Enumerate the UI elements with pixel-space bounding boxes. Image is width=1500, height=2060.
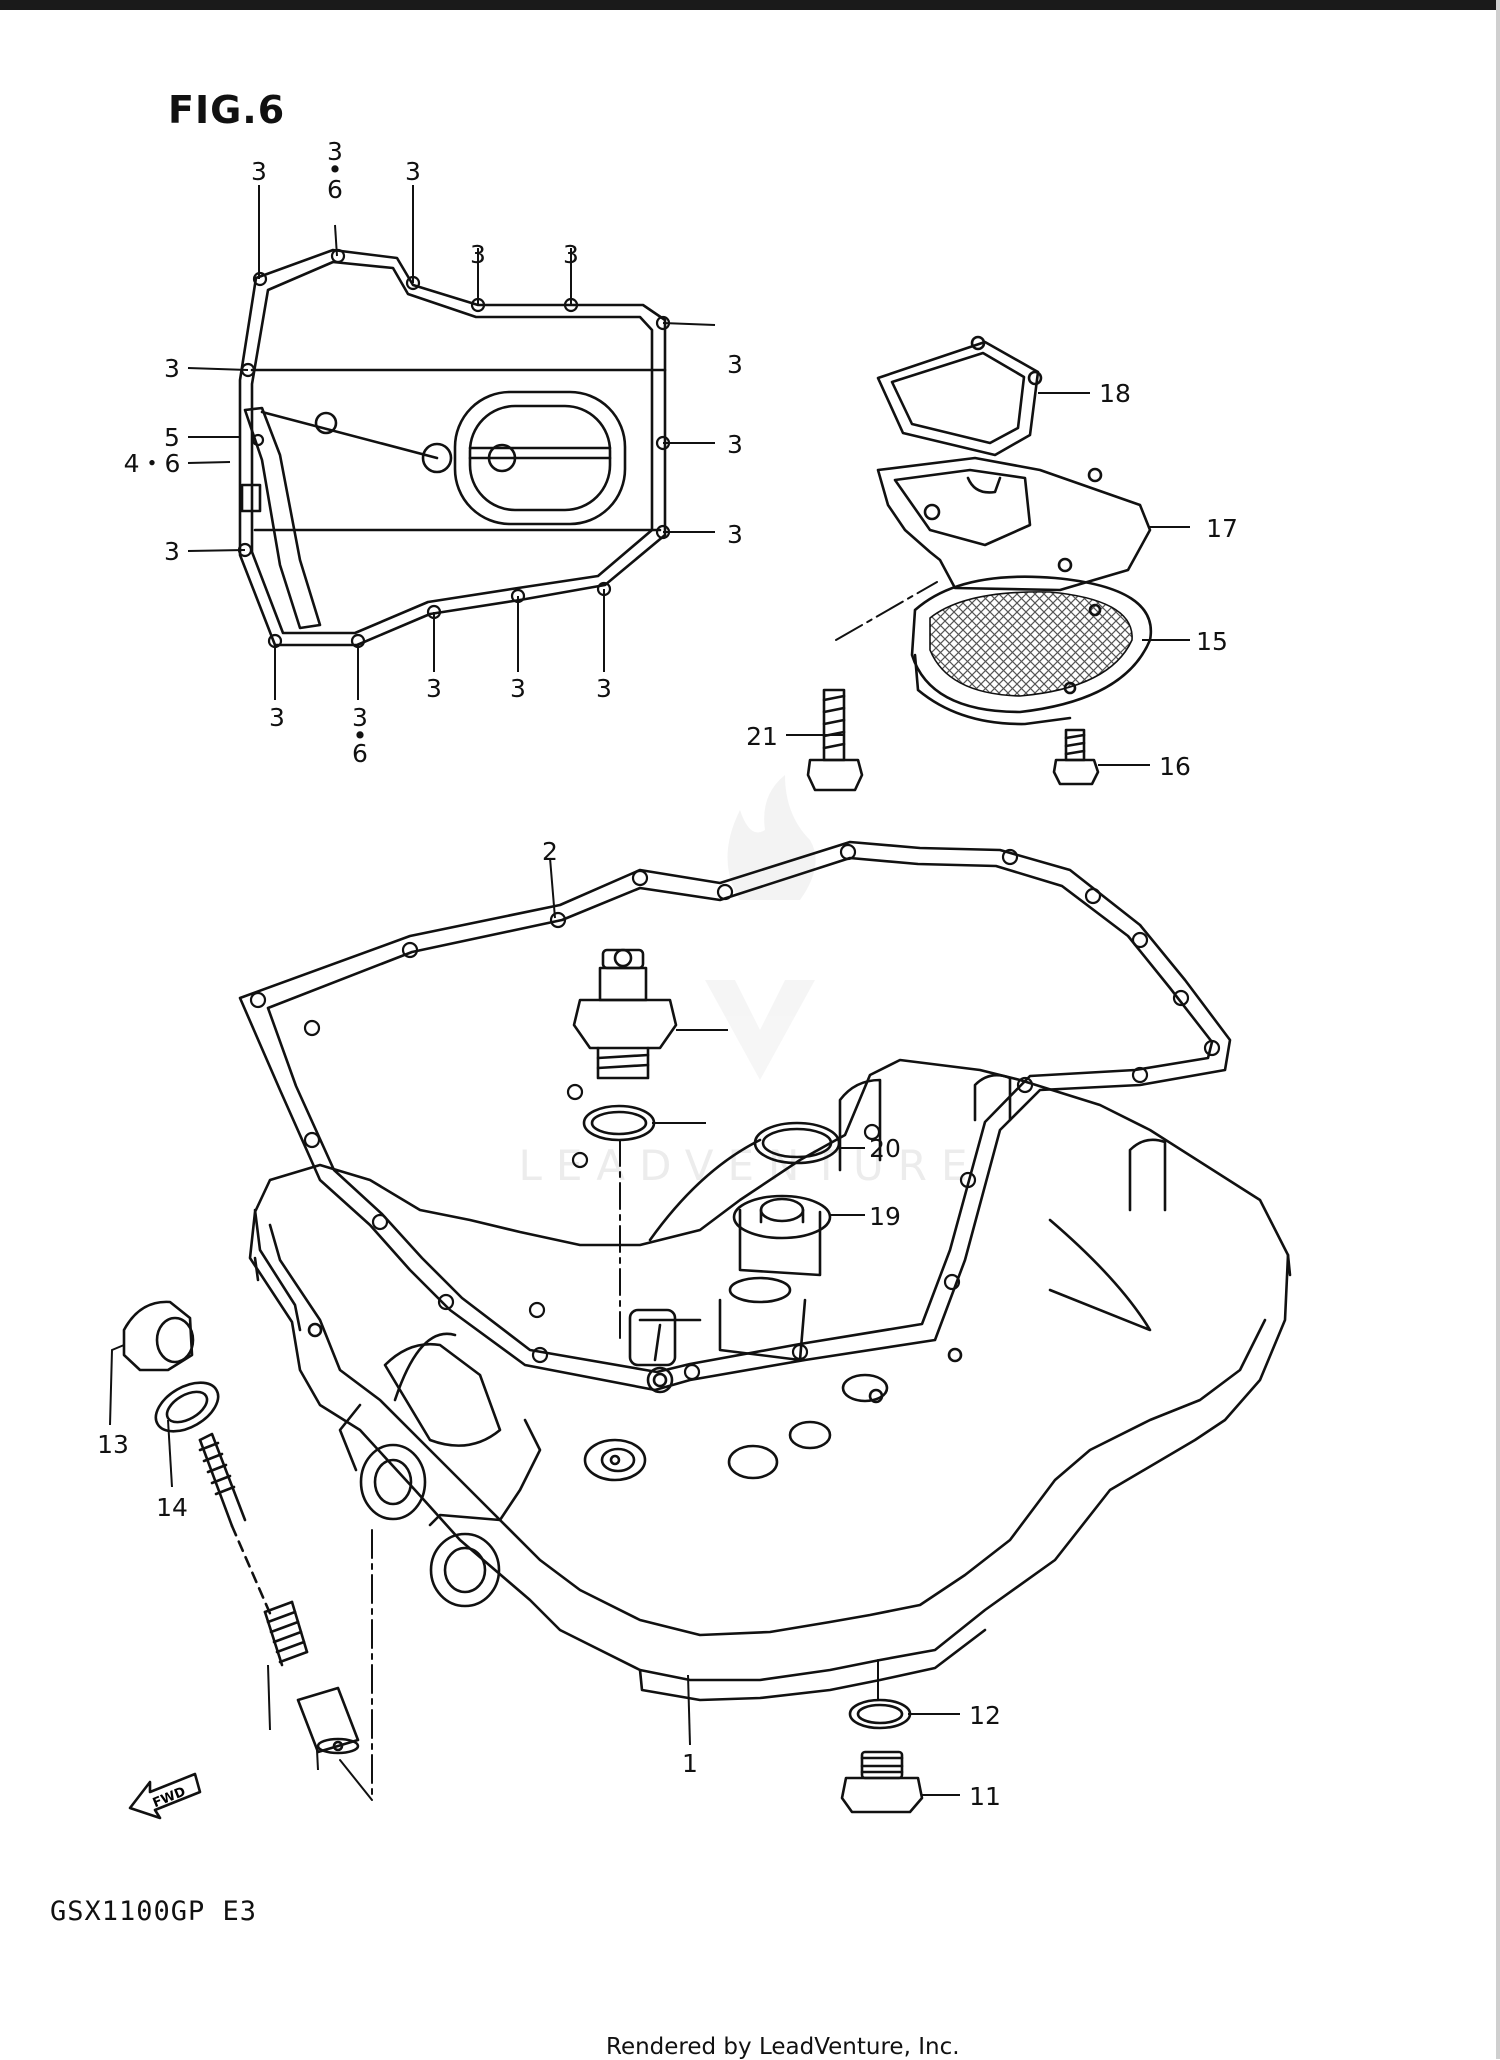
callout-7: 11 <box>969 1782 1001 1811</box>
callout-12: 16 <box>1159 752 1191 781</box>
top-border <box>0 0 1500 10</box>
callout-6: 6 <box>327 175 343 204</box>
oil-strainer-screen <box>910 575 1153 726</box>
callout-3: 3 <box>327 137 343 166</box>
callout-3: 3 <box>352 703 368 732</box>
relief-valve-spring <box>263 1600 309 1667</box>
oil-pressure-switch <box>572 948 678 1080</box>
callout-3: 3 <box>563 240 579 269</box>
switch-washer <box>582 1104 656 1142</box>
figure-title: FIG.6 <box>168 88 286 132</box>
o-ring <box>753 1121 841 1165</box>
callout-1: 1 <box>682 1749 698 1778</box>
oil-level-pipe <box>240 406 453 630</box>
callout-4-6: 4・6 <box>124 449 181 478</box>
leader-lines <box>109 185 1190 1796</box>
callout-dot: • <box>353 721 368 750</box>
callout-3: 3 <box>251 157 267 186</box>
relief-valve-rod <box>198 1432 274 1620</box>
callout-3: 3 <box>426 674 442 703</box>
oil-pan-gasket-holes <box>249 843 1221 1381</box>
relief-valve-plunger <box>296 1686 360 1755</box>
callout-13: 17 <box>1206 514 1238 543</box>
callout-3: 3 <box>596 674 612 703</box>
callout-3: 3 <box>164 354 180 383</box>
callout-3: 3 <box>727 520 743 549</box>
callout-9: 13 <box>97 1430 129 1459</box>
oil-strainer-gasket <box>876 335 1043 457</box>
relief-valve-cap <box>122 1300 195 1372</box>
model-code: GSX1100GP E3 <box>50 1896 258 1927</box>
oil-pan-cover-gasket <box>238 248 667 647</box>
relief-valve-washer <box>154 1381 220 1433</box>
callout-17: 21 <box>746 722 778 751</box>
callout-10: 14 <box>156 1493 188 1522</box>
leader-21 <box>339 1759 373 1801</box>
forward-arrow-icon <box>128 1772 202 1820</box>
drain-plug-washer <box>848 1698 912 1730</box>
callout-3: 3 <box>470 240 486 269</box>
callout-3: 3 <box>405 157 421 186</box>
oil-bushing <box>732 1194 832 1240</box>
oil-strainer-body <box>876 456 1152 592</box>
callout-3: 3 <box>164 537 180 566</box>
oil-pan <box>248 1058 1292 1702</box>
callout-2: 2 <box>542 837 558 866</box>
callout-16: 20 <box>869 1134 901 1163</box>
callout-3: 3 <box>269 703 285 732</box>
oil-drain-plug <box>840 1750 924 1814</box>
watermark-logo <box>705 775 816 1080</box>
rendered-by-credit: Rendered by LeadVenture, Inc. <box>606 2034 960 2060</box>
callout-3: 3 <box>510 674 526 703</box>
callout-15: 19 <box>869 1202 901 1231</box>
callout-5: 5 <box>164 423 180 452</box>
callout-14: 18 <box>1099 379 1131 408</box>
watermark-text: LEADVENTURE <box>518 1141 981 1190</box>
oil-strainer-housing <box>453 390 627 526</box>
callout-3: 3 <box>727 350 743 379</box>
strainer-bolt <box>806 688 864 792</box>
callout-labels: 3 3 • 6 3 3 3 3 5 4・6 3 3 3 3 3 3 • 6 3 … <box>97 137 1238 1811</box>
screen-bolt <box>1052 728 1100 786</box>
callout-11: 15 <box>1196 627 1228 656</box>
callout-8: 12 <box>969 1701 1001 1730</box>
leader-17-to-screen <box>835 581 938 641</box>
right-border <box>1496 0 1500 2059</box>
oil-pan-gasket <box>238 840 1232 1392</box>
callout-3: 3 <box>727 430 743 459</box>
callout-6: 6 <box>352 739 368 768</box>
callout-dot: • <box>328 155 343 184</box>
